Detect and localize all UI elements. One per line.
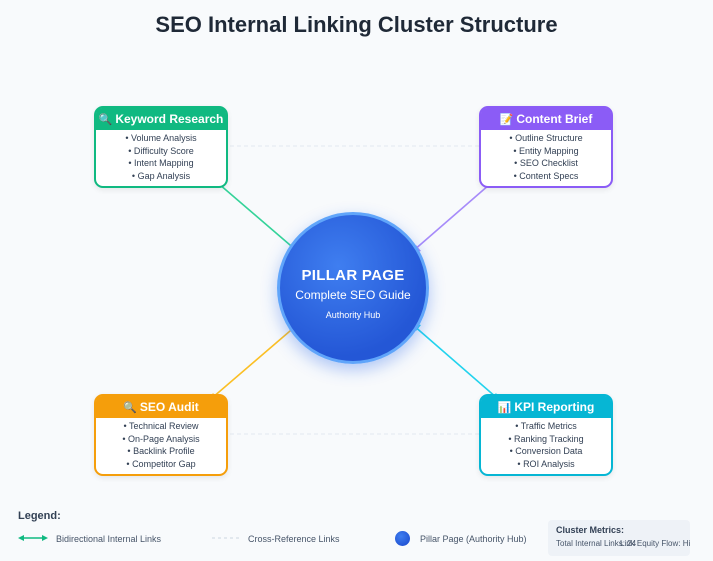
pillar-subtitle: Complete SEO Guide bbox=[295, 288, 411, 302]
magnifier-icon: 🔍 bbox=[123, 402, 137, 414]
keyword-research-header: 🔍Keyword Research bbox=[96, 108, 226, 130]
legend-pillar-dot bbox=[395, 531, 410, 546]
list-item: Ranking Tracking bbox=[481, 433, 611, 446]
pillar-page-node[interactable]: PILLAR PAGE Complete SEO Guide Authority… bbox=[277, 212, 429, 364]
link-keyword-research bbox=[211, 177, 298, 252]
list-item: Content Specs bbox=[481, 170, 611, 183]
bar-chart-icon: 📊 bbox=[497, 402, 512, 414]
list-item: Traffic Metrics bbox=[481, 420, 611, 433]
keyword-research-node[interactable]: 🔍Keyword Research Volume Analysis Diffic… bbox=[94, 106, 228, 188]
list-item: Gap Analysis bbox=[96, 170, 226, 183]
keyword-research-list: Volume Analysis Difficulty Score Intent … bbox=[96, 130, 226, 186]
list-item: On-Page Analysis bbox=[96, 433, 226, 446]
legend-title: Legend: bbox=[18, 510, 61, 522]
link-content-brief bbox=[412, 177, 498, 252]
link-kpi-reporting bbox=[412, 324, 498, 399]
kpi-reporting-node[interactable]: 📊KPI Reporting Traffic Metrics Ranking T… bbox=[479, 394, 613, 476]
content-brief-header: 📝Content Brief bbox=[481, 108, 611, 130]
diagram-title: SEO Internal Linking Cluster Structure bbox=[155, 12, 558, 37]
content-brief-title: Content Brief bbox=[516, 112, 593, 126]
list-item: Technical Review bbox=[96, 420, 226, 433]
legend-arrow-left bbox=[18, 535, 24, 541]
kpi-reporting-list: Traffic Metrics Ranking Tracking Convers… bbox=[481, 418, 611, 474]
list-item: ROI Analysis bbox=[481, 458, 611, 471]
pillar-caption: Authority Hub bbox=[325, 310, 381, 320]
seo-audit-title: SEO Audit bbox=[139, 400, 199, 414]
metrics-title: Cluster Metrics: bbox=[556, 525, 625, 535]
keyword-research-title: Keyword Research bbox=[115, 112, 224, 126]
memo-icon: 📝 bbox=[499, 114, 514, 126]
list-item: Volume Analysis bbox=[96, 132, 226, 145]
metric-total-links: Total Internal Links: 24 bbox=[556, 539, 637, 548]
seo-audit-header: 🔍SEO Audit bbox=[96, 396, 226, 418]
content-brief-node[interactable]: 📝Content Brief Outline Structure Entity … bbox=[479, 106, 613, 188]
cluster-metrics-panel: Cluster Metrics: Total Internal Links: 2… bbox=[548, 520, 690, 556]
pillar-label: PILLAR PAGE bbox=[301, 267, 405, 284]
list-item: Intent Mapping bbox=[96, 157, 226, 170]
kpi-reporting-title: KPI Reporting bbox=[514, 400, 595, 414]
kpi-reporting-header: 📊KPI Reporting bbox=[481, 396, 611, 418]
magnifier-icon: 🔍 bbox=[98, 114, 113, 126]
legend-pillar-label: Pillar Page (Authority Hub) bbox=[420, 534, 527, 544]
list-item: Difficulty Score bbox=[96, 145, 226, 158]
list-item: SEO Checklist bbox=[481, 157, 611, 170]
seo-audit-list: Technical Review On-Page Analysis Backli… bbox=[96, 418, 226, 474]
list-item: Entity Mapping bbox=[481, 145, 611, 158]
legend-arrow-right bbox=[42, 535, 48, 541]
list-item: Conversion Data bbox=[481, 445, 611, 458]
link-seo-audit bbox=[211, 324, 298, 399]
list-item: Competitor Gap bbox=[96, 458, 226, 471]
seo-audit-node[interactable]: 🔍SEO Audit Technical Review On-Page Anal… bbox=[94, 394, 228, 476]
legend-cross-reference-label: Cross-Reference Links bbox=[248, 534, 340, 544]
list-item: Backlink Profile bbox=[96, 445, 226, 458]
content-brief-list: Outline Structure Entity Mapping SEO Che… bbox=[481, 130, 611, 186]
metric-equity-flow: Link Equity Flow: High bbox=[620, 539, 690, 548]
list-item: Outline Structure bbox=[481, 132, 611, 145]
legend-bidirectional-label: Bidirectional Internal Links bbox=[56, 534, 162, 544]
